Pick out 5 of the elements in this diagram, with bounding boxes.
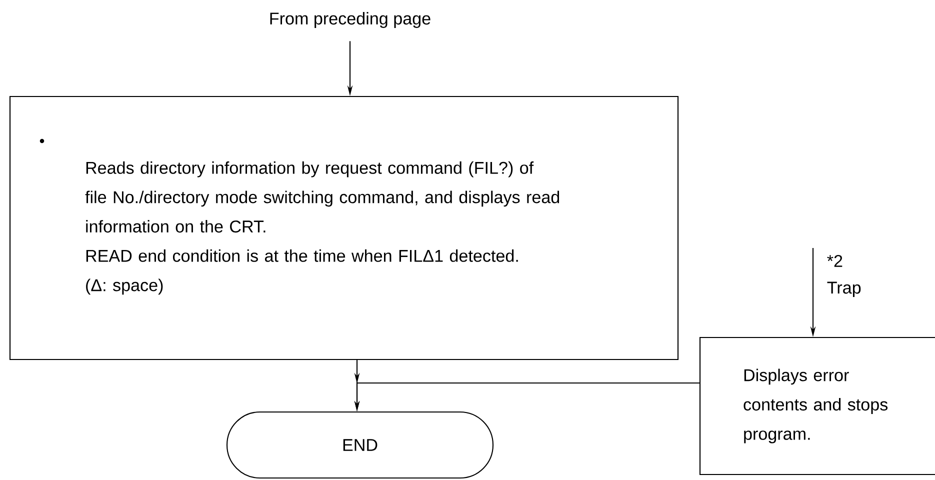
process-box: Reads directory information by request command (FIL?) of file No./directory mode switching command, and displays read information on the CRT. READ end condition is at the time when FILΔ1 detected. (Δ: space) (9, 96, 679, 360)
process-box: Displays error contents and stops program. (699, 336, 935, 476)
terminal-box: END (226, 411, 494, 479)
page-connector-text: From preceding page (270, 12, 430, 28)
edge-label: *2 Trap (827, 254, 861, 298)
